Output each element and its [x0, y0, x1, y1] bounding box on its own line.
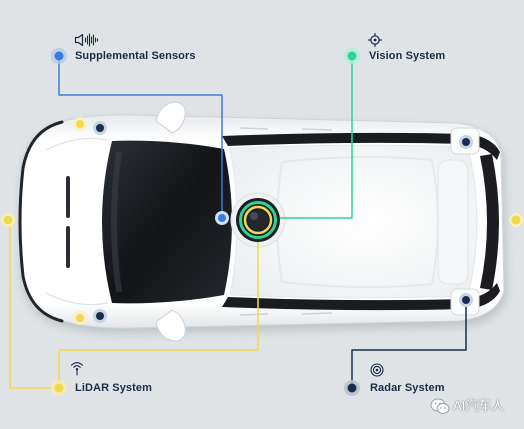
- sensor-lens: [248, 210, 268, 230]
- radar-sensor-marker-front-bottom: [93, 309, 107, 323]
- roof-panel: [276, 155, 439, 289]
- vision-legend-dot: [344, 48, 360, 64]
- lidar-sensor-marker-front-top: [73, 117, 87, 131]
- radar-legend-dot: [344, 380, 360, 396]
- door-handle: [301, 312, 333, 315]
- radar-sensor-marker-rear-top: [459, 135, 473, 149]
- lidar-legend-dot: [51, 380, 67, 396]
- speaker-sound-icon: [74, 33, 99, 47]
- side-mirror-bottom: [155, 309, 186, 342]
- callout-lines: [9, 56, 467, 389]
- roof-spoiler: [437, 159, 469, 285]
- hood-crease-top: [45, 137, 109, 151]
- side-mirror-top: [155, 101, 186, 134]
- hood-vent: [66, 176, 70, 218]
- lidar-line-center: [58, 242, 259, 388]
- supplemental-legend-dot: [51, 48, 67, 64]
- lidar-sensor-marker-rear: [509, 213, 523, 227]
- front-bumper-edge: [18, 120, 64, 323]
- watermark-text: AI汽车人: [453, 398, 505, 413]
- radar-line: [351, 302, 467, 388]
- lidar-system-label: LiDAR System: [75, 382, 152, 394]
- lens-highlight: [250, 212, 258, 220]
- radar-rings-icon: [370, 363, 384, 377]
- hood-crease-bottom: [45, 292, 109, 306]
- door-handle: [239, 127, 269, 130]
- aperture-icon: [368, 33, 382, 47]
- rear-window: [480, 154, 499, 290]
- vision-line: [280, 56, 353, 219]
- side-window-bottom: [222, 283, 500, 311]
- vision-ring: [239, 201, 277, 239]
- wechat-logo-icon: [430, 398, 450, 414]
- radar-sensor-marker-front-top: [93, 121, 107, 135]
- sensor-markers: [1, 117, 523, 325]
- supplemental-sensors-label: Supplemental Sensors: [75, 50, 196, 62]
- lidar-sensor-marker-front: [1, 213, 15, 227]
- hood-vent: [66, 226, 70, 268]
- windshield: [102, 140, 232, 304]
- radar-system-label: Radar System: [370, 382, 445, 394]
- door-handle: [239, 313, 269, 316]
- supplemental-sensor-marker: [215, 211, 229, 225]
- lidar-sensor-marker-front-bottom: [73, 311, 87, 325]
- roof-sensor-dome: [230, 192, 286, 248]
- dashboard-reflection: [111, 151, 122, 293]
- antenna-signal-icon: [70, 362, 84, 376]
- car-top-view: [18, 101, 506, 342]
- supplemental-line: [58, 56, 223, 216]
- lidar-ring: [243, 205, 273, 235]
- radar-sensor-marker-rear-bottom: [459, 293, 473, 307]
- side-window-top: [222, 132, 500, 160]
- door-handle: [301, 128, 333, 131]
- vision-system-label: Vision System: [369, 50, 446, 62]
- legend-dots: [51, 48, 360, 396]
- lidar-line-front: [9, 224, 59, 389]
